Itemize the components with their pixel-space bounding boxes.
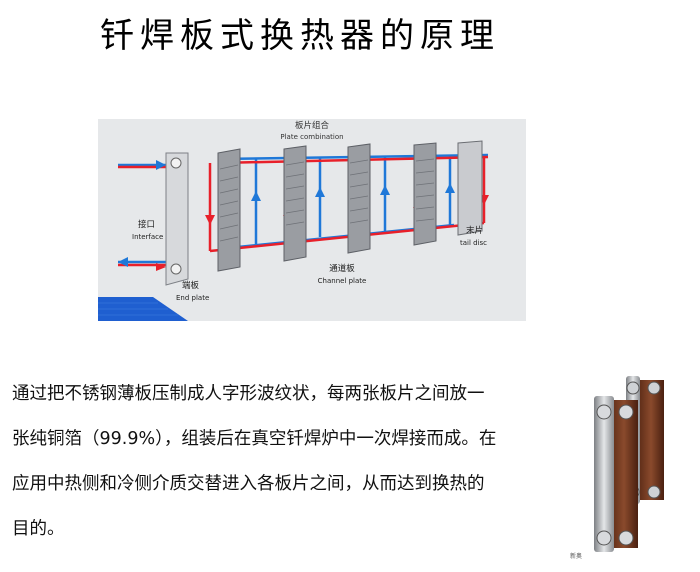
- plate-combination-cn: 板片组合: [295, 120, 330, 131]
- plate-combination-en: Plate combination: [280, 133, 343, 141]
- channel-plate-cn: 通道板: [329, 263, 355, 274]
- product-photo: 新奥: [570, 376, 664, 560]
- description-line-4: 目的。: [12, 519, 65, 539]
- tail-plate: [457, 140, 483, 236]
- description-line-3: 应用中热侧和冷侧介质交替进入各板片之间，从而达到换热的: [12, 474, 485, 494]
- interface-en: Interface: [132, 233, 163, 241]
- description-line-2: 张纯铜箔（99.9%），组装后在真空钎焊炉中一次焊接而成。在: [12, 429, 497, 449]
- end-plate: [165, 152, 189, 286]
- interface-cn: 接口: [138, 219, 155, 230]
- end-plate-cn: 端板: [182, 280, 200, 291]
- principle-diagram: 板片组合 Plate combination 接口 Interface 端板 E…: [98, 119, 526, 321]
- channel-plate-en: Channel plate: [318, 277, 367, 285]
- tail-disc-en: tail disc: [460, 239, 487, 247]
- photo-caption: 新奥: [570, 552, 582, 560]
- heat-exchanger-front: [594, 396, 638, 552]
- page-title: 钎焊板式换热器的原理: [100, 16, 500, 56]
- description-line-1: 通过把不锈钢薄板压制成人字形波纹状，每两张板片之间放一: [12, 384, 485, 404]
- description-text: 通过把不锈钢薄板压制成人字形波纹状，每两张板片之间放一 张纯铜箔（99.9%），…: [12, 372, 572, 552]
- plate-corrugation: [219, 158, 435, 242]
- end-plate-en: End plate: [176, 294, 209, 302]
- tail-disc-cn: 末片: [466, 225, 483, 236]
